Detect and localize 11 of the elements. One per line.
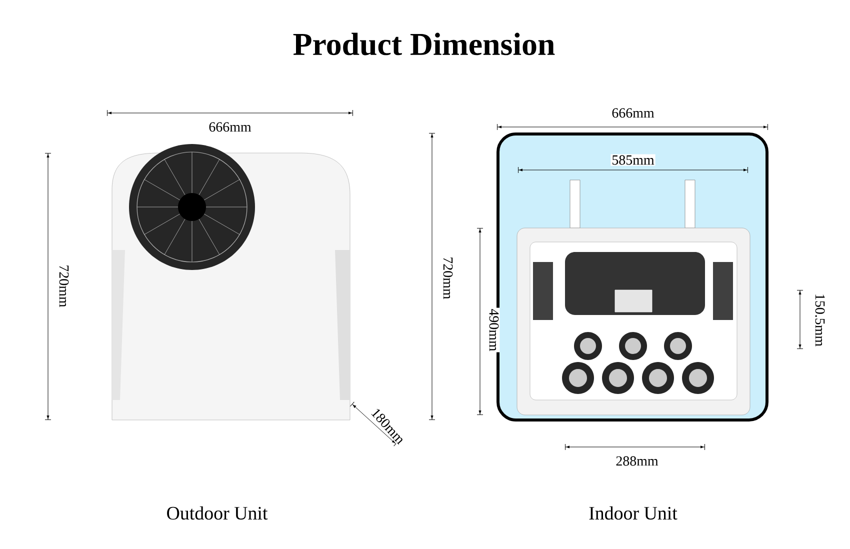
dimension-label: 585mm [610, 154, 656, 166]
dimension-label: 720mm [442, 256, 454, 300]
dimension-label: 490mm [488, 308, 500, 352]
caption: Indoor Unit [589, 506, 678, 520]
dimension-label: 666mm [610, 107, 656, 119]
dimension-label: 150.5mm [814, 292, 826, 348]
title: Product Dimension [293, 32, 555, 56]
caption: Outdoor Unit [167, 506, 268, 520]
dimension-label: 666mm [208, 121, 252, 133]
dimension-label: 720mm [58, 264, 70, 308]
dimension-label: 288mm [614, 455, 660, 467]
